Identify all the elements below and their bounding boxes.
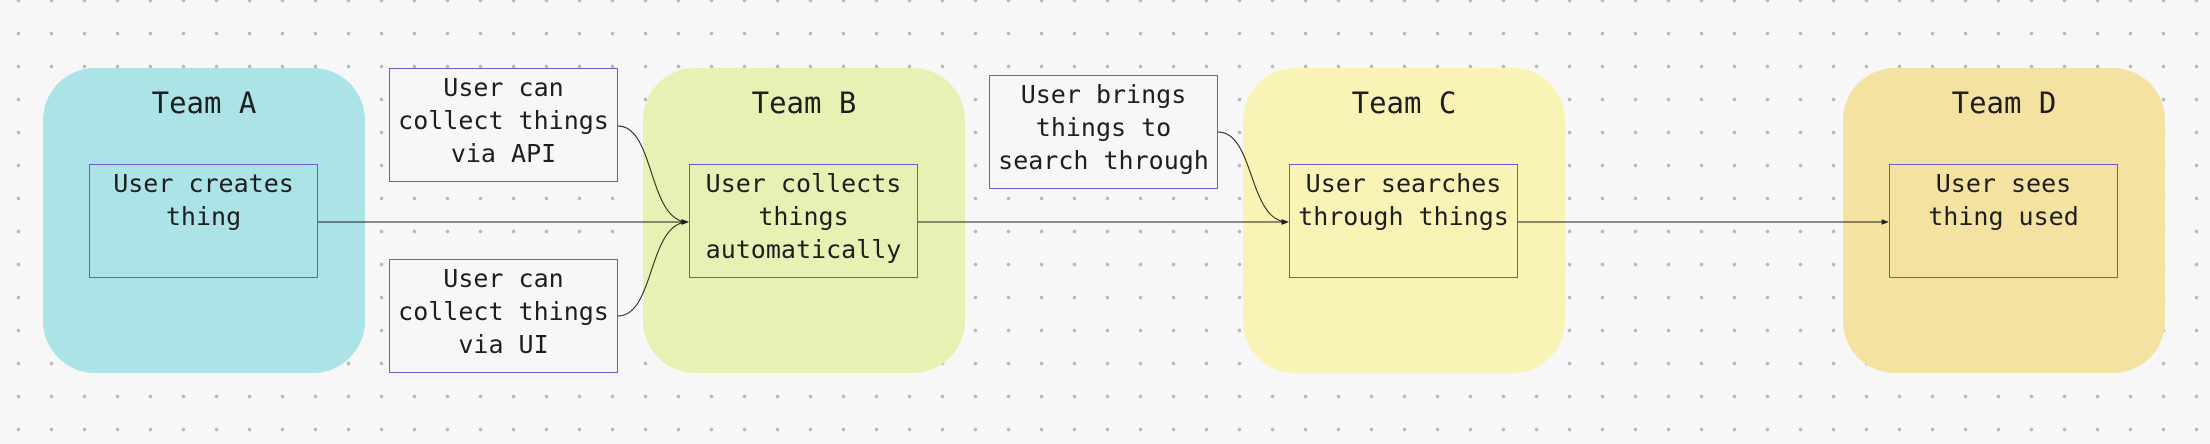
team-a-zone[interactable]: Team A [43, 68, 365, 373]
card-label: User sees thing used [1928, 169, 2079, 231]
team-b-zone[interactable]: Team B [643, 68, 965, 373]
card-label: User brings things to search through [998, 80, 1209, 175]
team-c-zone[interactable]: Team C [1243, 68, 1565, 373]
team-c-title: Team C [1351, 86, 1457, 120]
card-collect-via-api[interactable]: User can collect things via API [389, 68, 618, 182]
team-d-zone[interactable]: Team D [1843, 68, 2165, 373]
card-user-creates-thing[interactable]: User creates thing [89, 164, 318, 278]
card-label: User can collect things via API [398, 73, 609, 168]
card-collects-automatically[interactable]: User collects things automatically [689, 164, 918, 278]
card-searches-things[interactable]: User searches through things [1289, 164, 1518, 278]
team-a-title: Team A [151, 86, 257, 120]
card-label: User creates thing [113, 169, 294, 231]
card-brings-things[interactable]: User brings things to search through [989, 75, 1218, 189]
card-collect-via-ui[interactable]: User can collect things via UI [389, 259, 618, 373]
card-label: User collects things automatically [705, 169, 902, 264]
card-label: User searches through things [1298, 169, 1509, 231]
team-d-title: Team D [1951, 86, 2057, 120]
card-label: User can collect things via UI [398, 264, 609, 359]
card-sees-thing-used[interactable]: User sees thing used [1889, 164, 2118, 278]
team-b-title: Team B [751, 86, 857, 120]
